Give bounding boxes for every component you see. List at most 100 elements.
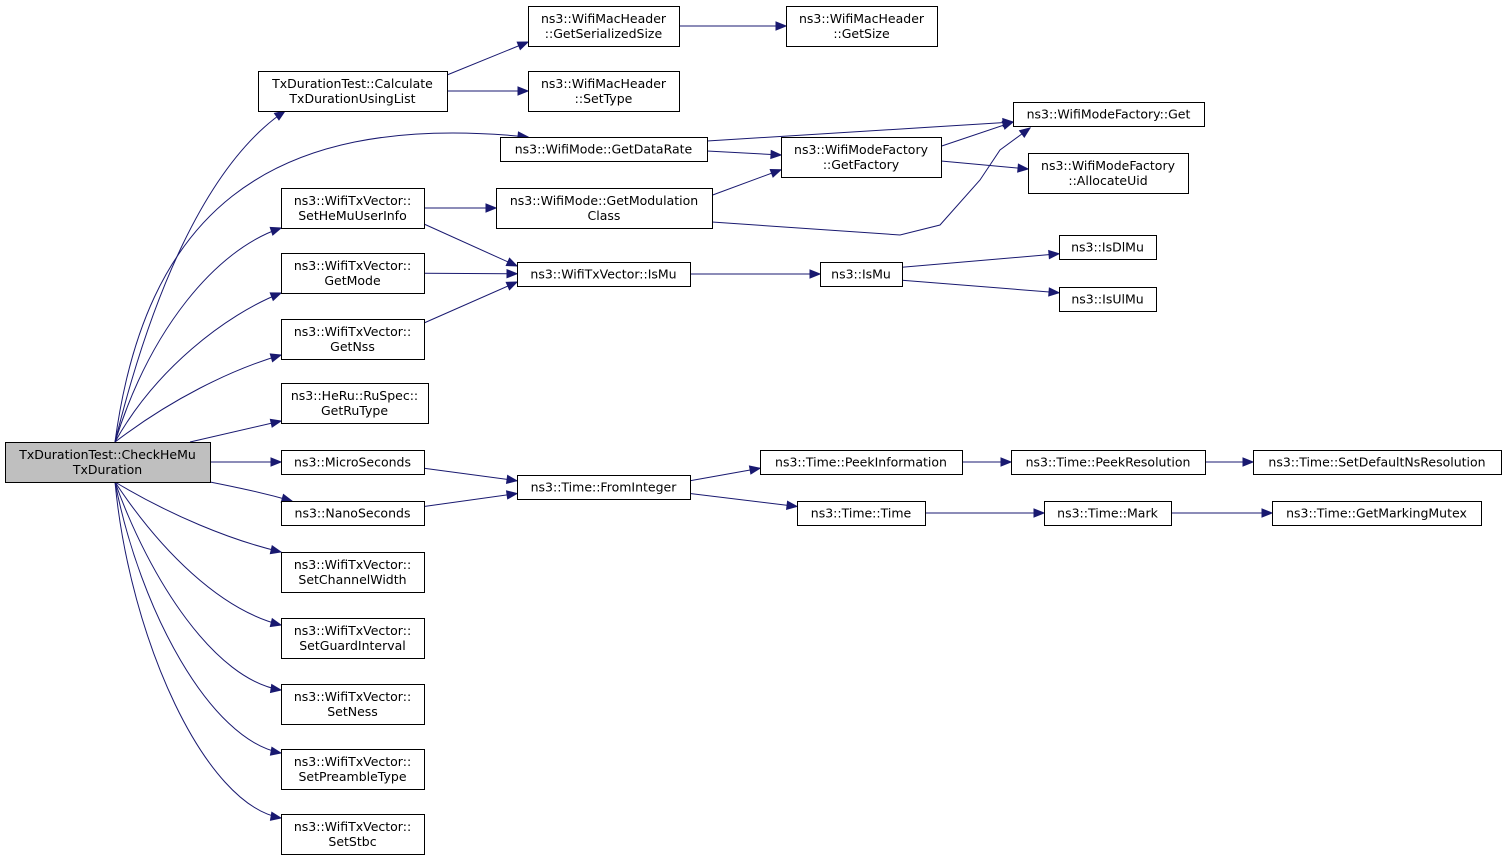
node-label-line: ns3::Time::Time bbox=[811, 506, 912, 521]
edge-root-to-setness bbox=[114, 481, 283, 694]
arrowhead bbox=[485, 203, 498, 213]
edge-getnss-to-txismu bbox=[423, 281, 519, 324]
node-label-line: ns3::Time::Mark bbox=[1057, 506, 1158, 521]
node-label-line: ns3::WifiMode::GetModulation bbox=[510, 193, 698, 208]
node-isulmu[interactable]: ns3::IsUlMu bbox=[1059, 287, 1157, 312]
edge-getser-to-getsize bbox=[679, 21, 788, 31]
node-label-line: ns3::Time::GetMarkingMutex bbox=[1286, 506, 1467, 521]
node-nano[interactable]: ns3::NanoSeconds bbox=[281, 501, 425, 526]
node-label-line: ns3::WifiTxVector:: bbox=[294, 689, 411, 704]
node-box bbox=[281, 814, 425, 855]
node-label-line: ns3::MicroSeconds bbox=[294, 455, 411, 470]
node-label-line: ns3::IsMu bbox=[831, 267, 891, 282]
node-getsize[interactable]: ns3::WifiMacHeader::GetSize bbox=[786, 6, 938, 47]
edge-root-to-setchw bbox=[114, 481, 283, 555]
node-getmode[interactable]: ns3::WifiTxVector::GetMode bbox=[281, 253, 425, 294]
node-getfactory[interactable]: ns3::WifiModeFactory::GetFactory bbox=[781, 137, 942, 178]
node-box bbox=[797, 501, 926, 526]
edge-fromint-to-peekinfo bbox=[689, 465, 762, 482]
arrowhead bbox=[809, 269, 822, 279]
node-box bbox=[281, 552, 425, 593]
node-label-line: ns3::Time::FromInteger bbox=[531, 480, 678, 495]
node-box bbox=[1044, 501, 1172, 526]
node-getrutype[interactable]: ns3::HeRu::RuSpec::GetRuType bbox=[281, 383, 429, 424]
node-label-line: ns3::WifiModeFactory bbox=[1041, 158, 1176, 173]
node-allocuid[interactable]: ns3::WifiModeFactory::AllocateUid bbox=[1028, 153, 1189, 194]
arrowhead bbox=[1018, 127, 1032, 139]
node-box bbox=[1028, 153, 1189, 194]
node-label-line: GetMode bbox=[324, 273, 381, 288]
node-setstbc[interactable]: ns3::WifiTxVector::SetStbc bbox=[281, 814, 425, 855]
edge-setmuuser-to-txismu bbox=[423, 223, 519, 267]
node-label-line: SetStbc bbox=[328, 834, 376, 849]
arrowhead bbox=[1261, 508, 1274, 518]
arrowhead bbox=[269, 683, 283, 694]
node-box bbox=[281, 501, 425, 526]
node-setness[interactable]: ns3::WifiTxVector::SetNess bbox=[281, 684, 425, 725]
node-setdefres[interactable]: ns3::Time::SetDefaultNsResolution bbox=[1253, 450, 1502, 475]
node-setmuuser[interactable]: ns3::WifiTxVector::SetHeMuUserInfo bbox=[281, 188, 425, 229]
node-label-line: Class bbox=[588, 208, 621, 223]
arrowhead bbox=[505, 257, 519, 267]
edge-root-to-getrutype bbox=[189, 418, 283, 443]
node-isdlmu[interactable]: ns3::IsDlMu bbox=[1059, 235, 1157, 260]
edge-root-to-setpre bbox=[114, 481, 283, 756]
node-box bbox=[820, 262, 903, 287]
node-label-line: TxDurationTest::CheckHeMu bbox=[18, 447, 196, 462]
edge-peekres-to-setdefres bbox=[1205, 457, 1255, 467]
node-mark[interactable]: ns3::Time::Mark bbox=[1044, 501, 1172, 526]
node-label-line: ns3::NanoSeconds bbox=[295, 506, 411, 521]
node-settype[interactable]: ns3::WifiMacHeader::SetType bbox=[528, 71, 680, 112]
node-label-line: ns3::WifiModeFactory::Get bbox=[1027, 107, 1191, 122]
node-getser[interactable]: ns3::WifiMacHeader::GetSerializedSize bbox=[528, 6, 680, 47]
node-time[interactable]: ns3::Time::Time bbox=[797, 501, 926, 526]
node-box bbox=[1011, 450, 1206, 475]
node-box bbox=[496, 188, 713, 229]
arrowhead bbox=[1001, 120, 1015, 130]
arrowhead bbox=[1048, 287, 1061, 297]
node-box bbox=[760, 450, 963, 475]
node-peekres[interactable]: ns3::Time::PeekResolution bbox=[1011, 450, 1206, 475]
node-label-line: ns3::WifiMode::GetDataRate bbox=[515, 142, 693, 157]
node-label-line: ::AllocateUid bbox=[1068, 173, 1147, 188]
node-label-line: ::GetFactory bbox=[823, 157, 900, 172]
node-factget[interactable]: ns3::WifiModeFactory::Get bbox=[1013, 102, 1205, 127]
arrowhead bbox=[269, 226, 283, 236]
edge-getfactory-to-allocuid bbox=[940, 160, 1030, 173]
node-micro[interactable]: ns3::MicroSeconds bbox=[281, 450, 425, 475]
edge-getfactory-to-factget bbox=[940, 120, 1015, 147]
node-box bbox=[517, 262, 691, 287]
edge-calc-to-getser bbox=[446, 41, 530, 76]
node-box bbox=[528, 71, 680, 112]
node-box bbox=[281, 684, 425, 725]
node-box bbox=[1059, 235, 1157, 260]
arrowhead bbox=[516, 41, 530, 51]
arrowhead bbox=[269, 617, 283, 628]
edge-calc-to-settype bbox=[447, 86, 530, 96]
node-getdatarate[interactable]: ns3::WifiMode::GetDataRate bbox=[500, 137, 708, 162]
node-getnss[interactable]: ns3::WifiTxVector::GetNss bbox=[281, 319, 425, 360]
node-txismu[interactable]: ns3::WifiTxVector::IsMu bbox=[517, 262, 691, 287]
arrowhead bbox=[1017, 163, 1030, 173]
node-setgi[interactable]: ns3::WifiTxVector::SetGuardInterval bbox=[281, 618, 425, 659]
arrowhead bbox=[270, 457, 283, 467]
node-fromint[interactable]: ns3::Time::FromInteger bbox=[517, 475, 691, 500]
edge-getmodclass-to-getfactory bbox=[711, 168, 783, 196]
node-label-line: ns3::WifiTxVector:: bbox=[294, 193, 411, 208]
node-ismu[interactable]: ns3::IsMu bbox=[820, 262, 903, 287]
arrowhead bbox=[775, 21, 788, 31]
node-setpre[interactable]: ns3::WifiTxVector::SetPreambleType bbox=[281, 749, 425, 790]
node-box bbox=[281, 188, 425, 229]
edge-nano-to-fromint bbox=[423, 490, 519, 507]
node-setchw[interactable]: ns3::WifiTxVector::SetChannelWidth bbox=[281, 552, 425, 593]
arrowhead bbox=[269, 746, 283, 756]
arrowhead bbox=[269, 544, 283, 555]
arrowhead bbox=[269, 418, 283, 428]
node-calc[interactable]: TxDurationTest::CalculateTxDurationUsing… bbox=[258, 71, 448, 112]
node-markmutex[interactable]: ns3::Time::GetMarkingMutex bbox=[1272, 501, 1482, 526]
node-peekinfo[interactable]: ns3::Time::PeekInformation bbox=[760, 450, 963, 475]
node-label-line: ns3::WifiMacHeader bbox=[541, 11, 667, 26]
node-box bbox=[258, 71, 448, 112]
